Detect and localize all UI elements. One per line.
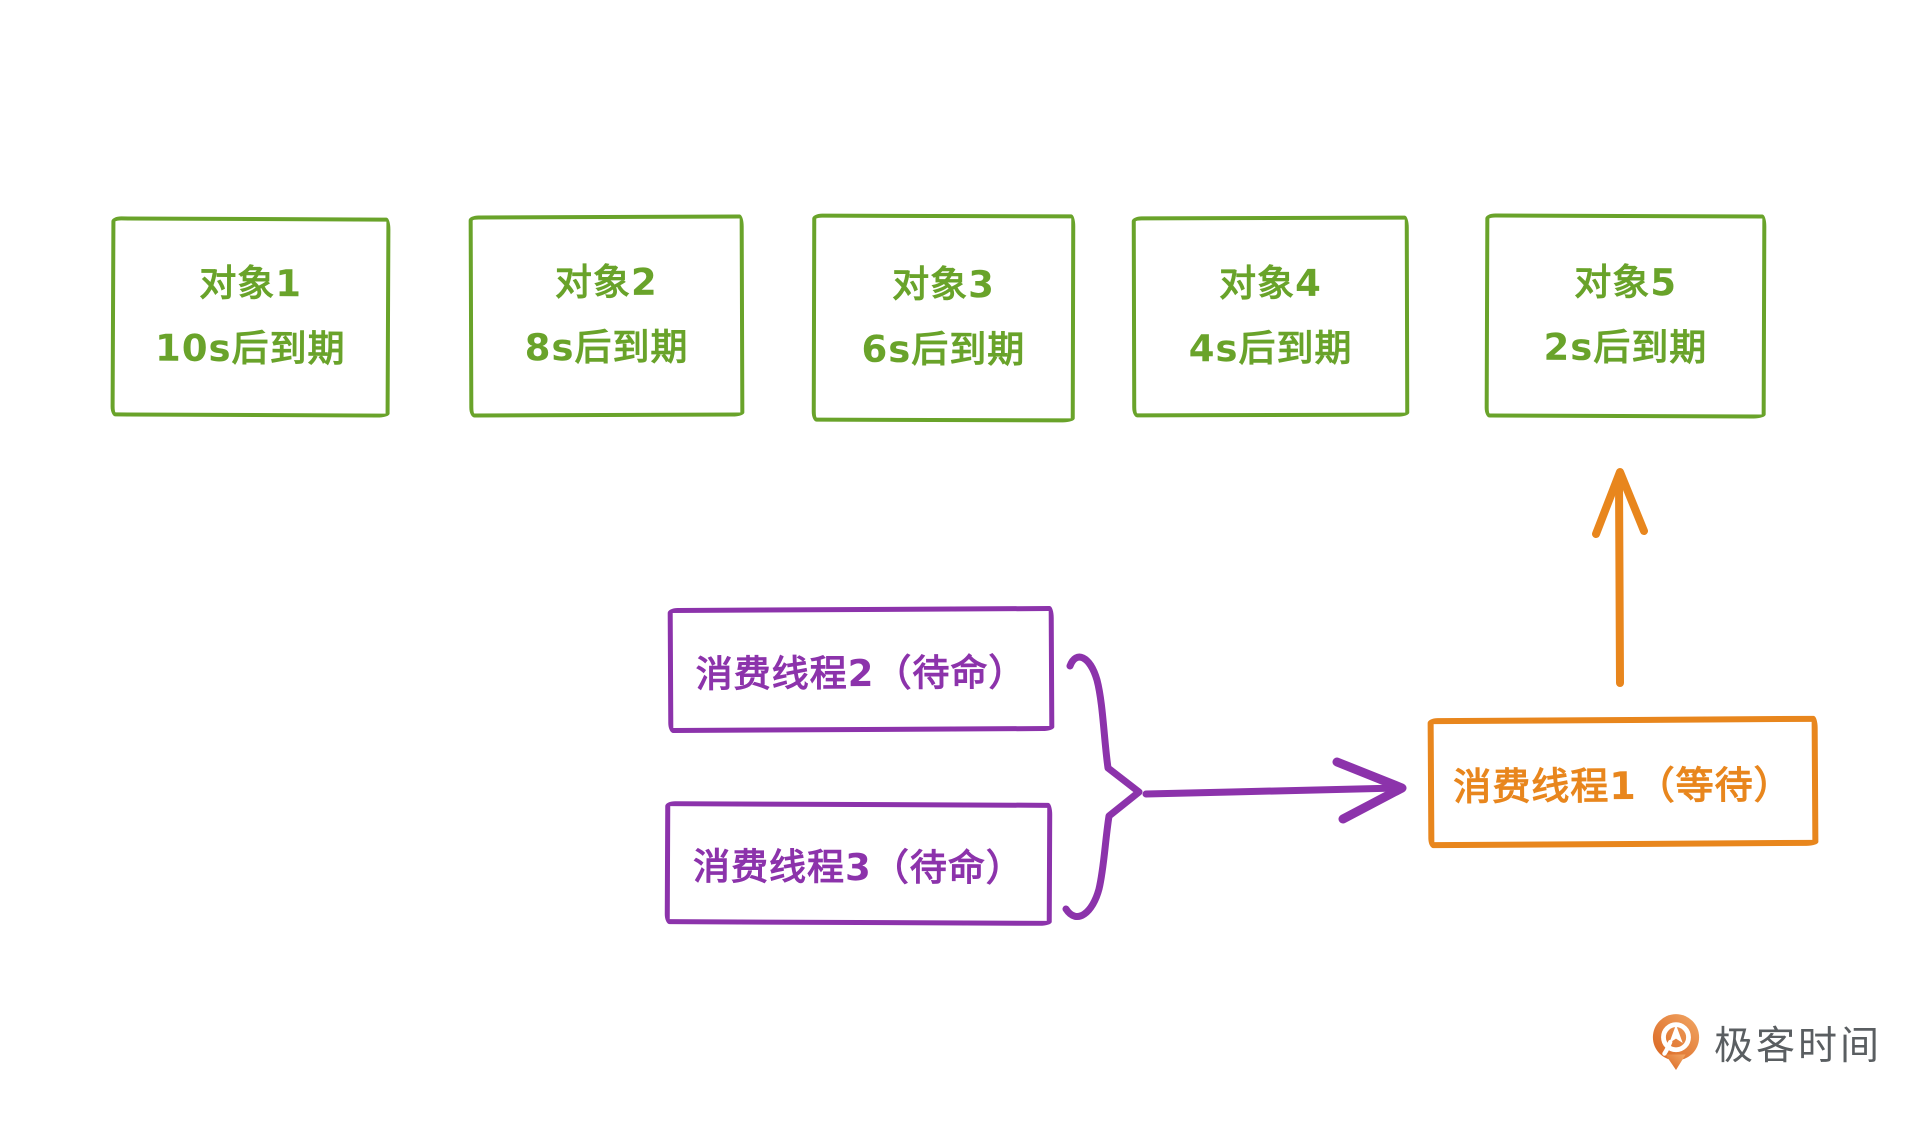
- object-title: 对象1: [199, 262, 303, 306]
- object-title: 对象2: [554, 261, 658, 305]
- standby-thread-box-2: 消费线程2（待命）: [667, 605, 1055, 734]
- orange-arrow-shaft: [1615, 474, 1624, 687]
- waiting-thread-box-1: 消费线程1（等待）: [1427, 715, 1819, 849]
- standby-thread-label: 消费线程2（待命）: [695, 650, 1027, 696]
- object-title: 对象5: [1574, 261, 1678, 305]
- brace-glyph: [1062, 653, 1143, 920]
- standby-thread-label: 消费线程3（待命）: [693, 844, 1024, 890]
- geektime-logo-text: 极客时间: [1714, 1024, 1883, 1069]
- purple-arrow-head: [1332, 757, 1407, 824]
- orange-arrow-head: [1592, 468, 1648, 538]
- object-title: 对象3: [892, 263, 996, 307]
- waiting-thread-label: 消费线程1（等待）: [1453, 762, 1793, 809]
- object-title: 对象4: [1218, 261, 1322, 305]
- object-expiry: 4s后到期: [1188, 326, 1353, 370]
- geektime-logo: 极客时间: [1650, 1013, 1882, 1073]
- standby-thread-box-3: 消费线程3（待命）: [664, 801, 1053, 926]
- object-box-3: 对象3 6s后到期: [811, 213, 1076, 423]
- object-box-2: 对象2 8s后到期: [468, 214, 745, 418]
- object-expiry: 8s后到期: [524, 325, 689, 370]
- object-expiry: 10s后到期: [155, 326, 346, 371]
- object-box-5: 对象5 2s后到期: [1484, 213, 1767, 419]
- object-box-4: 对象4 4s后到期: [1131, 215, 1410, 418]
- object-expiry: 2s后到期: [1543, 325, 1708, 370]
- object-expiry: 6s后到期: [861, 327, 1026, 372]
- purple-arrow-shaft: [1142, 784, 1402, 798]
- geektime-logo-icon: [1652, 1014, 1700, 1070]
- object-box-1: 对象1 10s后到期: [110, 216, 391, 418]
